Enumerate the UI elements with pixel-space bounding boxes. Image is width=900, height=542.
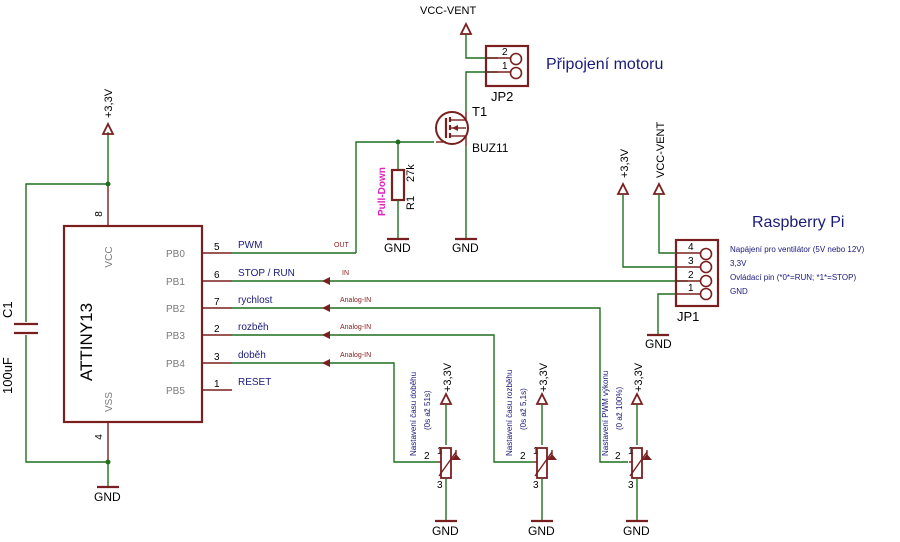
mcu-vcc-label: VCC — [104, 246, 115, 267]
c1-value: 100uF — [0, 357, 15, 394]
mcu-gnd-pin-num: 4 — [94, 434, 105, 440]
svg-text:2: 2 — [615, 451, 621, 462]
jp2-pin-1: 1 — [502, 61, 508, 72]
capacitor-c1: C1 100uF — [0, 301, 38, 394]
r1-gnd-label: GND — [384, 241, 411, 255]
svg-text:7: 7 — [214, 297, 220, 308]
svg-text:2: 2 — [520, 451, 526, 462]
jp1-pin-4: 4 — [688, 242, 694, 253]
svg-text:(0s až 51s): (0s až 51s) — [423, 390, 432, 430]
svg-text:3: 3 — [437, 480, 443, 491]
net-dobeh: doběh — [238, 350, 266, 361]
svg-text:PB1: PB1 — [166, 277, 185, 288]
jp2-title: Připojení motoru — [546, 56, 663, 73]
svg-text:1: 1 — [628, 446, 634, 457]
mcu-vcc-pin-num: 8 — [94, 211, 105, 217]
svg-text:GND: GND — [432, 524, 459, 538]
svg-text:PB0: PB0 — [166, 249, 185, 260]
svg-text:3: 3 — [214, 352, 220, 363]
jp1-pin-1: 1 — [688, 283, 694, 294]
jp1-pin2-desc: Ovládací pin (*0*=RUN; *1*=STOP) — [730, 273, 856, 282]
svg-text:PB4: PB4 — [166, 359, 185, 370]
r1-note: Pull-Down — [377, 167, 388, 216]
net-rychlost: rychlost — [238, 295, 273, 306]
pot-rozbeh: Nastavení času rozběhu (0s až 5,1s) +3,3… — [505, 362, 557, 538]
pot-vykon: Nastavení PWM výkonu (0 až 100%) +3,3V 1… — [601, 362, 652, 538]
svg-text:1: 1 — [437, 446, 443, 457]
r1-ref: R1 — [405, 196, 417, 210]
mcu-pin-pb0: PB0 5 — [166, 242, 232, 260]
t1-ref: T1 — [472, 104, 487, 119]
jp1-pin3-desc: 3,3V — [730, 259, 747, 268]
signal-wires: PWM OUT STOP / RUN IN rychlost Analog-IN… — [232, 141, 688, 463]
svg-text:GND: GND — [623, 524, 650, 538]
dir-analog-3: Analog-IN — [340, 352, 371, 359]
jp1-pin-3: 3 — [688, 256, 694, 267]
jp1-ref: JP1 — [677, 309, 699, 324]
net-rozbeh: rozběh — [238, 322, 269, 333]
jp2-pin-2: 2 — [502, 47, 508, 58]
jp1-pin4-desc: Napájení pro ventilátor (5V nebo 12V) — [730, 245, 865, 254]
jp1-v33-label: +3,3V — [619, 148, 631, 178]
mcu-v33-label: +3,3V — [103, 88, 115, 118]
svg-text:3: 3 — [533, 480, 539, 491]
c1-ref: C1 — [0, 301, 15, 318]
svg-text:(0 až 100%): (0 až 100%) — [615, 387, 624, 430]
svg-text:PB2: PB2 — [166, 304, 185, 315]
svg-text:+3,3V: +3,3V — [538, 362, 550, 392]
svg-text:2: 2 — [214, 324, 220, 335]
svg-text:PB3: PB3 — [166, 331, 185, 342]
mcu-pin-pb1: PB1 6 — [166, 270, 232, 288]
jp2-ref: JP2 — [491, 89, 513, 104]
mcu-pin-pb5: PB5 1 — [166, 379, 232, 397]
svg-text:1: 1 — [214, 379, 220, 390]
resistor-r1: GND 27k R1 Pull-Down — [377, 139, 417, 255]
mcu-vss-label: VSS — [104, 392, 115, 412]
svg-text:5: 5 — [214, 242, 220, 253]
svg-text:Nastavení času doběhu: Nastavení času doběhu — [409, 372, 418, 456]
svg-text:2: 2 — [424, 451, 430, 462]
svg-text:(0s až 5,1s): (0s až 5,1s) — [519, 388, 528, 430]
jp1-title: Raspberry Pi — [752, 214, 844, 231]
rpi-connector-jp1: Raspberry Pi 4 3 2 1 JP1 Napájení pro ve… — [616, 121, 865, 351]
dir-in: IN — [342, 270, 349, 277]
t1-gnd-label: GND — [452, 241, 479, 255]
r1-value: 27k — [405, 164, 417, 182]
net-reset: RESET — [238, 377, 271, 388]
mcu-name: ATTINY13 — [77, 303, 96, 381]
motor-connector-jp2: VCC-VENT 2 1 JP2 Připojení motoru — [420, 5, 663, 104]
svg-text:PB5: PB5 — [166, 386, 185, 397]
mcu-pin-pb4: PB4 3 — [166, 352, 232, 370]
mcu-gnd-label: GND — [94, 490, 121, 504]
mcu-attiny13: ATTINY13 VCC VSS 8 4 PB0 5 PB1 6 PB2 7 P… — [62, 184, 232, 462]
mosfet-t1: T1 BUZ11 GND — [435, 71, 509, 255]
jp2-vcc-vent-label: VCC-VENT — [420, 5, 477, 17]
dir-analog-1: Analog-IN — [340, 297, 371, 304]
dir-out: OUT — [334, 242, 350, 249]
svg-text:Nastavení času rozběhu: Nastavení času rozběhu — [505, 370, 514, 456]
jp1-gnd-label: GND — [645, 337, 672, 351]
jp1-pin-2: 2 — [688, 270, 694, 281]
pot-dobeh: Nastavení času doběhu (0s až 51s) +3,3V … — [409, 362, 461, 538]
svg-text:+3,3V: +3,3V — [633, 362, 645, 392]
dir-analog-2: Analog-IN — [340, 324, 371, 331]
jp1-pin1-desc: GND — [730, 287, 748, 296]
t1-type: BUZ11 — [472, 141, 509, 155]
svg-text:GND: GND — [528, 524, 555, 538]
net-stop-run: STOP / RUN — [238, 268, 295, 279]
svg-text:6: 6 — [214, 270, 220, 281]
jp1-vcc-vent-label: VCC-VENT — [655, 121, 667, 178]
mcu-pin-pb2: PB2 7 — [166, 297, 232, 315]
net-pwm: PWM — [238, 240, 262, 251]
mcu-pin-pb3: PB3 2 — [166, 324, 232, 342]
svg-text:3: 3 — [628, 480, 634, 491]
svg-text:+3,3V: +3,3V — [442, 362, 454, 392]
svg-text:Nastavení PWM výkonu: Nastavení PWM výkonu — [601, 371, 610, 456]
mcu-supply: +3,3V C1 100uF GND — [0, 88, 121, 504]
svg-text:1: 1 — [533, 446, 539, 457]
